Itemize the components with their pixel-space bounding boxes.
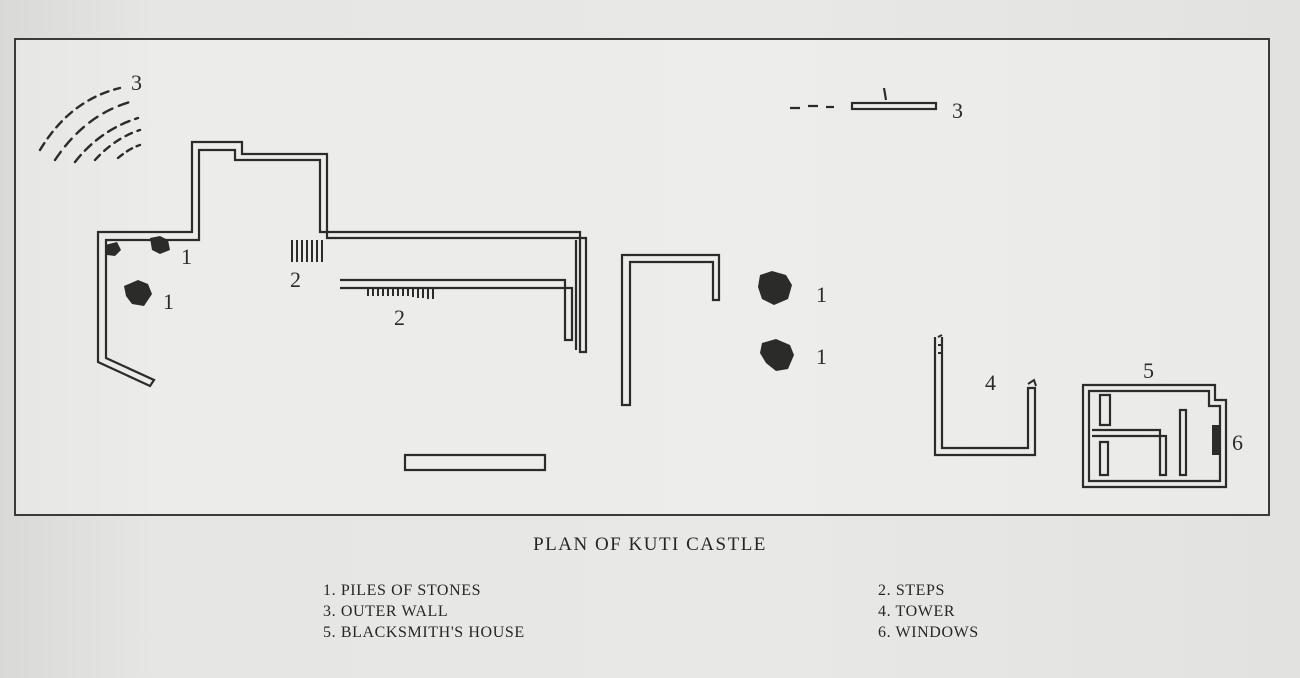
legend-item-steps: 2. STEPS xyxy=(878,582,945,600)
label-windows: 6 xyxy=(1232,430,1243,455)
outer-wall-arcs xyxy=(38,86,142,164)
plan-frame xyxy=(14,38,1270,516)
legend-item-piles-of-stones: 1. PILES OF STONES xyxy=(323,582,481,600)
steps-hatching xyxy=(291,240,434,299)
legend-number: 3. xyxy=(323,603,337,620)
legend-item-outer-wall: 3. OUTER WALL xyxy=(323,603,448,621)
stone-piles xyxy=(105,236,794,371)
figure-caption: PLAN OF KUTI CASTLE xyxy=(533,534,767,555)
legend-number: 2. xyxy=(878,582,892,599)
legend-text: PILES OF STONES xyxy=(340,582,482,599)
label-stones-c: 1 xyxy=(816,282,827,307)
legend-text: OUTER WALL xyxy=(340,603,449,620)
label-stones-b: 1 xyxy=(163,289,174,314)
label-steps-a: 2 xyxy=(290,267,301,292)
legend-number: 4. xyxy=(878,603,892,620)
outer-wall-fragment xyxy=(790,87,938,111)
label-outer-wall-nw: 3 xyxy=(131,70,142,95)
tower xyxy=(933,334,1037,457)
label-outer-wall-ne: 3 xyxy=(952,98,963,123)
label-steps-b: 2 xyxy=(394,305,405,330)
label-stones-d: 1 xyxy=(816,344,827,369)
label-stones-a: 1 xyxy=(181,244,192,269)
legend-text: WINDOWS xyxy=(895,624,979,641)
legend-number: 5. xyxy=(323,624,337,641)
legend-text: TOWER xyxy=(895,603,956,620)
legend-number: 1. xyxy=(323,582,337,599)
legend-text: STEPS xyxy=(895,582,946,599)
label-blacksmith-house: 5 xyxy=(1143,358,1154,383)
legend-item-blacksmith-house: 5. BLACKSMITH'S HOUSE xyxy=(323,624,525,642)
legend-item-tower: 4. TOWER xyxy=(878,603,955,621)
main-castle-walls xyxy=(96,140,721,472)
legend-number: 6. xyxy=(878,624,892,641)
label-tower: 4 xyxy=(985,370,996,395)
legend-item-windows: 6. WINDOWS xyxy=(878,624,979,642)
blacksmith-house xyxy=(1081,383,1228,489)
legend-text: BLACKSMITH'S HOUSE xyxy=(340,624,525,641)
